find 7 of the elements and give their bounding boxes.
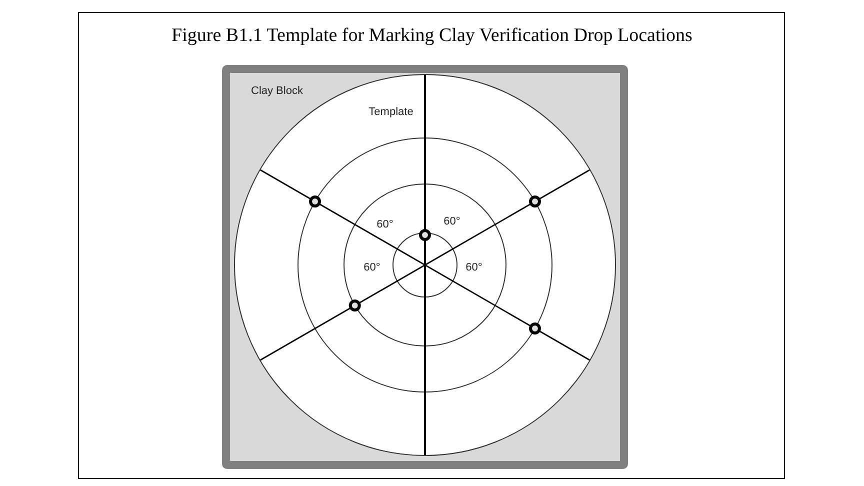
block-label: Clay Block — [251, 86, 303, 97]
template-label: Template — [368, 107, 414, 118]
angle-label: 60° — [362, 262, 382, 274]
angle-label: 60° — [376, 220, 394, 230]
angle-label: 60° — [464, 262, 484, 274]
angle-label: 60° — [442, 216, 462, 228]
figure-title: Figure B1.1 Template for Marking Clay Verification Drop Locations — [172, 26, 692, 45]
